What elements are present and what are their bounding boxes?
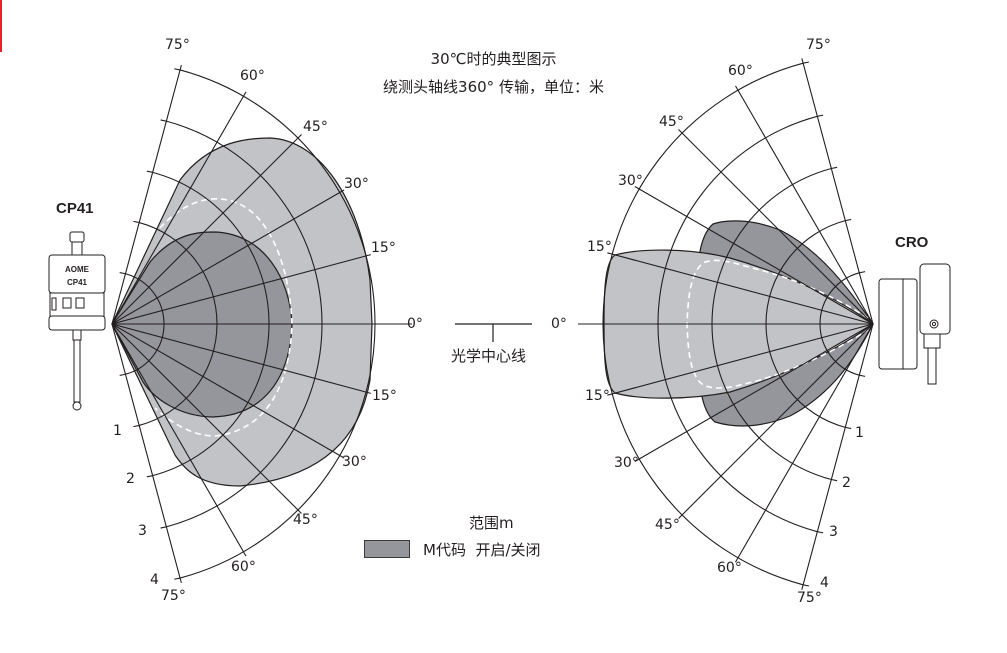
diagram-title-line1: 30℃时的典型图示 <box>430 50 557 68</box>
cro-angle-30-bottom: 30° <box>614 455 639 471</box>
cp41-device-illustration: AOME CP41 <box>48 231 106 411</box>
cro-polar-chart <box>578 58 875 590</box>
diagram-title-line2: 绕测头轴线360° 传输，单位：米 <box>383 78 604 96</box>
cp41-device-title: CP41 <box>56 200 94 217</box>
cro-angle-75-bottom: 75° <box>797 590 822 606</box>
cro-angle-45-bottom: 45° <box>655 517 680 533</box>
cro-device-illustration <box>878 263 951 385</box>
cp41-angle-30-top: 30° <box>344 176 369 192</box>
cp41-radius-1: 1 <box>113 423 122 439</box>
cp41-brand-logo: AOME <box>65 265 90 274</box>
optical-center-label: 光学中心线 <box>451 347 527 365</box>
cro-radius-3: 3 <box>829 524 838 540</box>
cro-angle-75-top: 75° <box>806 37 831 53</box>
optical-center-marker <box>455 323 532 342</box>
cro-device-title: CRO <box>895 234 929 251</box>
cp41-angle-15-top: 15° <box>371 240 396 256</box>
cro-angle-45-top: 45° <box>659 114 684 130</box>
cp41-radius-4: 4 <box>150 572 159 588</box>
cro-angle-15-bottom: 15° <box>585 388 610 404</box>
accent-bar <box>0 0 2 52</box>
cp41-angle-75-top: 75° <box>165 37 190 53</box>
cp41-angle-45-bottom: 45° <box>293 512 318 528</box>
cro-angle-15-top: 15° <box>587 239 612 255</box>
cro-angle-60-top: 60° <box>728 63 753 79</box>
legend-swatch-dark <box>364 540 410 558</box>
cp41-polar-chart <box>111 64 412 584</box>
cro-radius-2: 2 <box>842 475 851 491</box>
cp41-angle-15-bottom: 15° <box>372 388 397 404</box>
cp41-angle-75-bottom: 75° <box>161 588 186 604</box>
cro-angle-60-bottom: 60° <box>717 560 742 576</box>
cp41-angle-45-top: 45° <box>303 119 328 135</box>
cp41-body-label: CP41 <box>67 278 88 287</box>
cp41-radius-2: 2 <box>126 471 135 487</box>
cp41-angle-0: 0° <box>407 316 423 332</box>
cro-radius-4: 4 <box>820 575 829 591</box>
cp41-angle-30-bottom: 30° <box>342 454 367 470</box>
legend-heading: 范围m <box>469 514 514 532</box>
cp41-radius-3: 3 <box>138 523 147 539</box>
cro-radius-1: 1 <box>855 425 864 441</box>
legend-label: M代码 开启/关闭 <box>423 541 541 559</box>
cp41-angle-60-top: 60° <box>240 68 265 84</box>
cro-angle-30-top: 30° <box>618 173 643 189</box>
cro-angle-0: 0° <box>551 316 567 332</box>
cp41-angle-60-bottom: 60° <box>231 559 256 575</box>
